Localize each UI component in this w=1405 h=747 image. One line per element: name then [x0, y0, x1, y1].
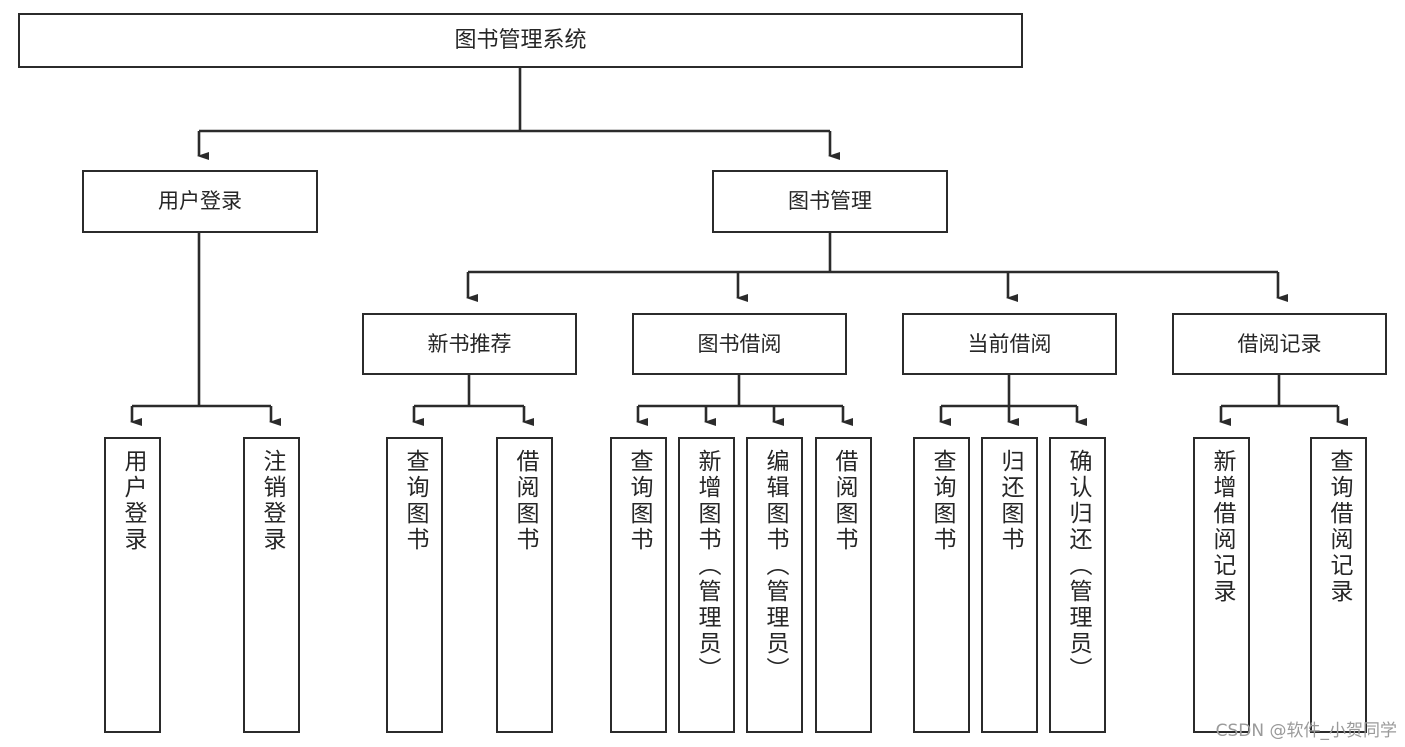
leaf-current-borrow-2[interactable]: 确认归还（管理员）: [1049, 437, 1106, 733]
node-label: 确认归还（管理员）: [1065, 449, 1091, 683]
node-label: 图书借阅: [697, 331, 782, 356]
node-new-book-recommendation[interactable]: 新书推荐: [362, 313, 577, 375]
node-label: 归还图书: [997, 449, 1023, 553]
leaf-borrow-record-0[interactable]: 新增借阅记录: [1193, 437, 1250, 733]
leaf-borrow-record-1[interactable]: 查询借阅记录: [1310, 437, 1367, 733]
node-label: 用户登录: [120, 449, 146, 553]
node-book-management[interactable]: 图书管理: [712, 170, 948, 233]
node-label: 新增图书（管理员）: [694, 449, 720, 683]
node-label: 借阅图书: [512, 449, 538, 553]
node-label: 查询图书: [626, 449, 652, 553]
node-label: 查询图书: [402, 449, 428, 553]
leaf-current-borrow-1[interactable]: 归还图书: [981, 437, 1038, 733]
node-label: 图书管理: [788, 189, 872, 214]
leaf-borrow-book-3[interactable]: 借阅图书: [815, 437, 872, 733]
node-book-borrowing[interactable]: 图书借阅: [632, 313, 847, 375]
watermark: CSDN @软件_小贺同学: [1215, 721, 1397, 741]
node-borrowing-record[interactable]: 借阅记录: [1172, 313, 1387, 375]
leaf-user-login-0[interactable]: 用户登录: [104, 437, 161, 733]
node-label: 用户登录: [158, 189, 242, 214]
leaf-borrow-book-2[interactable]: 编辑图书（管理员）: [746, 437, 803, 733]
node-user-login[interactable]: 用户登录: [82, 170, 318, 233]
node-label: 图书管理系统: [454, 27, 587, 53]
node-label: 查询图书: [929, 449, 955, 553]
leaf-new-book-1[interactable]: 借阅图书: [496, 437, 553, 733]
node-label: 新增借阅记录: [1209, 449, 1235, 605]
node-label: 当前借阅: [967, 331, 1052, 356]
node-label: 编辑图书（管理员）: [762, 449, 788, 683]
node-label: 查询借阅记录: [1326, 449, 1352, 605]
leaf-new-book-0[interactable]: 查询图书: [386, 437, 443, 733]
node-label: 借阅图书: [831, 449, 857, 553]
leaf-borrow-book-1[interactable]: 新增图书（管理员）: [678, 437, 735, 733]
node-root-system[interactable]: 图书管理系统: [18, 13, 1023, 68]
leaf-current-borrow-0[interactable]: 查询图书: [913, 437, 970, 733]
leaf-user-login-1[interactable]: 注销登录: [243, 437, 300, 733]
node-label: 新书推荐: [427, 331, 512, 356]
node-current-borrowing[interactable]: 当前借阅: [902, 313, 1117, 375]
leaf-borrow-book-0[interactable]: 查询图书: [610, 437, 667, 733]
node-label: 借阅记录: [1237, 331, 1322, 356]
node-label: 注销登录: [259, 449, 285, 553]
